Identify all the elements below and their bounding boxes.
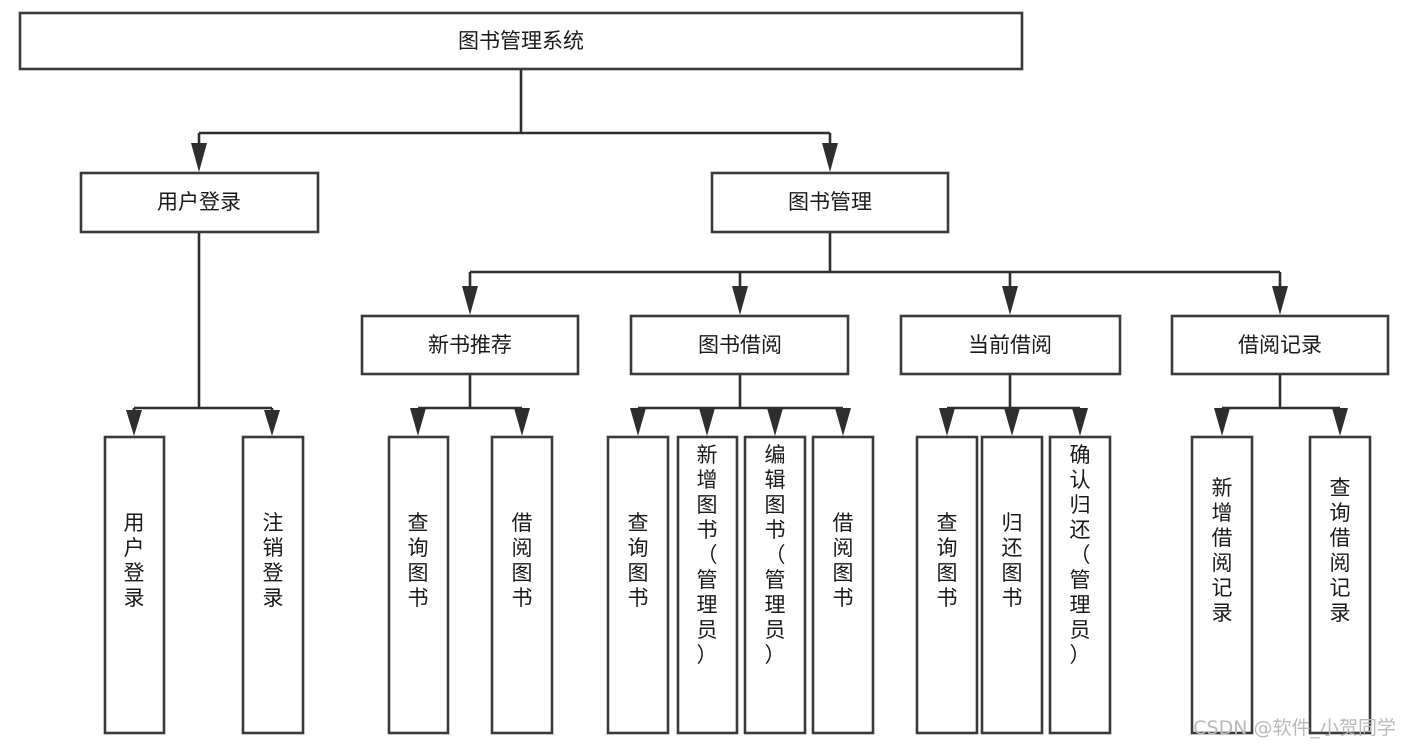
node-leaf-borrow-book-a[interactable]: 借阅图书 xyxy=(490,435,554,735)
node-leaf-query-book-c[interactable]: 查询图书 xyxy=(915,435,979,735)
node-root-label: 图书管理系统 xyxy=(458,29,584,53)
node-leaf-user-logout-label: 注销登录 xyxy=(263,511,284,610)
arrow-head-leaf-return-book xyxy=(1004,408,1020,436)
node-leaf-add-record[interactable]: 新增借阅记录 xyxy=(1190,435,1254,735)
arrow-head-leaf-borrow-book-b xyxy=(835,408,851,436)
node-leaf-borrow-book-b-box[interactable] xyxy=(811,435,875,735)
arrow-head-leaf-borrow-book-a xyxy=(514,408,530,436)
node-leaf-borrow-book-a-box[interactable] xyxy=(490,435,554,735)
node-current-borrow-box[interactable] xyxy=(899,314,1122,376)
node-leaf-confirm-return[interactable]: 确认归还（管理员） xyxy=(1048,435,1112,735)
arrow-head-current-borrow xyxy=(1002,286,1018,315)
node-new-book-recommend[interactable]: 新书推荐 xyxy=(360,314,580,376)
node-leaf-borrow-book-b-label: 借阅图书 xyxy=(833,511,854,610)
node-leaf-query-book-b[interactable]: 查询图书 xyxy=(606,435,670,735)
arrow-head-leaf-user-logout xyxy=(264,410,280,436)
node-leaf-user-logout[interactable]: 注销登录 xyxy=(241,435,305,735)
node-leaf-add-book-box[interactable] xyxy=(676,435,739,735)
arrow-head-leaf-query-book-a xyxy=(410,408,426,436)
node-leaf-return-book-box[interactable] xyxy=(980,435,1044,735)
node-book-management[interactable]: 图书管理 xyxy=(710,171,950,234)
node-leaf-confirm-return-label: 确认归还（管理员） xyxy=(1070,443,1091,667)
node-leaf-add-book-label: 新增图书（管理员） xyxy=(697,443,718,667)
node-book-management-box[interactable] xyxy=(710,171,950,234)
node-leaf-query-book-a-box[interactable] xyxy=(387,435,450,735)
arrow-head-leaf-add-record xyxy=(1214,408,1230,436)
node-leaf-return-book-label: 归还图书 xyxy=(1002,511,1023,610)
node-leaf-add-record-label: 新增借阅记录 xyxy=(1212,476,1233,625)
node-book-borrow-box[interactable] xyxy=(629,314,850,376)
arrow-head-new-book-recommend xyxy=(462,286,478,315)
arrow-head-borrow-record xyxy=(1272,286,1288,315)
node-leaf-query-book-b-box[interactable] xyxy=(606,435,670,735)
node-leaf-return-book[interactable]: 归还图书 xyxy=(980,435,1044,735)
node-leaf-add-book[interactable]: 新增图书（管理员） xyxy=(676,435,739,735)
node-borrow-record-label: 借阅记录 xyxy=(1238,333,1322,357)
node-user-login[interactable]: 用户登录 xyxy=(79,171,320,234)
node-leaf-edit-book-box[interactable] xyxy=(743,435,807,735)
node-root[interactable]: 图书管理系统 xyxy=(18,11,1024,71)
node-new-book-recommend-label: 新书推荐 xyxy=(428,333,512,357)
node-leaf-edit-book-label: 编辑图书（管理员） xyxy=(765,443,786,667)
node-leaf-user-login-label: 用户登录 xyxy=(124,511,145,610)
watermark-label: CSDN @软件_小贺同学 xyxy=(1193,717,1396,739)
node-leaf-borrow-book-b[interactable]: 借阅图书 xyxy=(811,435,875,735)
node-book-borrow-label: 图书借阅 xyxy=(698,333,782,357)
node-book-management-label: 图书管理 xyxy=(788,190,872,214)
node-leaf-query-record-label: 查询借阅记录 xyxy=(1330,476,1351,625)
arrow-head-leaf-user-login xyxy=(126,410,142,436)
node-leaf-query-book-c-label: 查询图书 xyxy=(937,511,958,610)
node-leaf-user-logout-box[interactable] xyxy=(241,435,305,735)
node-current-borrow[interactable]: 当前借阅 xyxy=(899,314,1122,376)
node-new-book-recommend-box[interactable] xyxy=(360,314,580,376)
node-root-box[interactable] xyxy=(18,11,1024,71)
node-leaf-query-book-a[interactable]: 查询图书 xyxy=(387,435,450,735)
arrow-head-book-borrow xyxy=(732,286,748,315)
arrow-head-leaf-add-book xyxy=(699,408,715,436)
arrow-head-leaf-confirm-return xyxy=(1072,408,1088,436)
node-leaf-user-login[interactable]: 用户登录 xyxy=(103,435,166,735)
node-current-borrow-label: 当前借阅 xyxy=(968,333,1052,357)
node-leaf-add-record-box[interactable] xyxy=(1190,435,1254,735)
node-leaf-user-login-box[interactable] xyxy=(103,435,166,735)
node-leaf-confirm-return-box[interactable] xyxy=(1048,435,1112,735)
node-borrow-record[interactable]: 借阅记录 xyxy=(1170,314,1390,376)
arrow-head-leaf-query-record xyxy=(1332,408,1348,436)
arrow-head-user-login xyxy=(191,143,207,172)
node-leaf-query-book-a-label: 查询图书 xyxy=(408,511,429,610)
connector-layer xyxy=(126,69,1348,436)
arrow-head-leaf-query-book-c xyxy=(939,408,955,436)
arrow-head-book-management xyxy=(822,143,838,172)
node-leaf-query-book-b-label: 查询图书 xyxy=(628,511,649,610)
arrow-head-leaf-query-book-b xyxy=(630,408,646,436)
node-leaf-query-book-c-box[interactable] xyxy=(915,435,979,735)
node-leaf-query-record-box[interactable] xyxy=(1308,435,1372,735)
node-leaf-edit-book[interactable]: 编辑图书（管理员） xyxy=(743,435,807,735)
node-user-login-label: 用户登录 xyxy=(157,190,241,214)
node-book-borrow[interactable]: 图书借阅 xyxy=(629,314,850,376)
node-leaf-query-record[interactable]: 查询借阅记录 xyxy=(1308,435,1372,735)
node-user-login-box[interactable] xyxy=(79,171,320,234)
node-borrow-record-box[interactable] xyxy=(1170,314,1390,376)
arrow-head-leaf-edit-book xyxy=(767,408,783,436)
node-leaf-borrow-book-a-label: 借阅图书 xyxy=(512,511,533,610)
